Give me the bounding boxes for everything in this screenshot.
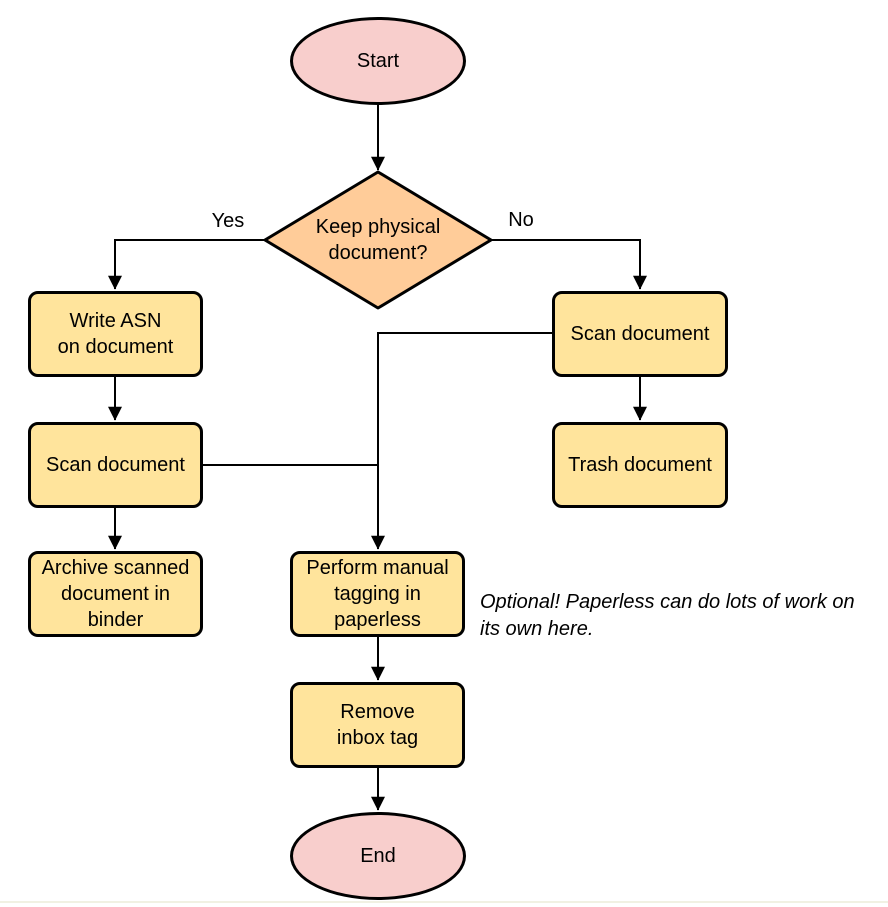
node-decision-label: Keep physical document? xyxy=(315,216,441,264)
node-write-asn: Write ASN on document xyxy=(28,291,203,377)
node-end: End xyxy=(290,812,466,900)
node-start: Start xyxy=(290,17,466,105)
node-archive-binder: Archive scanned document in binder xyxy=(28,551,203,637)
edge-label-no: No xyxy=(508,209,534,231)
edge-decision-no xyxy=(491,239,647,290)
node-decision-shape xyxy=(263,170,493,310)
node-scan-document-left: Scan document xyxy=(28,422,203,508)
edge-scanright-tagging xyxy=(371,332,552,550)
annotation-optional-note: Optional! Paperless can do lots of work … xyxy=(480,591,855,640)
bottom-edge-line xyxy=(0,901,888,903)
edge-decision-yes xyxy=(108,239,265,290)
node-scan-document-right: Scan document xyxy=(552,291,728,377)
node-manual-tagging: Perform manual tagging in paperless xyxy=(290,551,465,637)
node-trash-document: Trash document xyxy=(552,422,728,508)
node-remove-inbox-tag: Remove inbox tag xyxy=(290,682,465,768)
edge-label-yes: Yes xyxy=(211,210,245,232)
